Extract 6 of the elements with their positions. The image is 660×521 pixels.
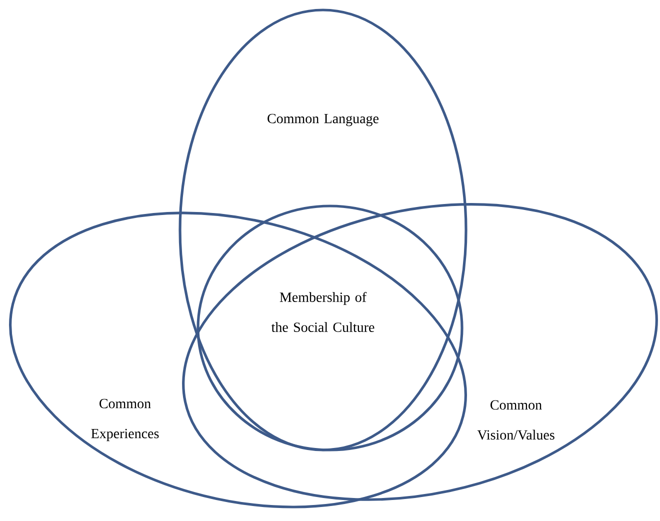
ellipse: [196, 204, 464, 452]
ellipse: [178, 8, 468, 452]
ellipse-label: Common Vision/Values: [477, 400, 554, 440]
ellipse-label: Common Experiences: [91, 398, 159, 442]
ellipse-label: Common Language: [268, 114, 378, 126]
ellipse-label: Membership of the Social Culture: [271, 292, 374, 332]
